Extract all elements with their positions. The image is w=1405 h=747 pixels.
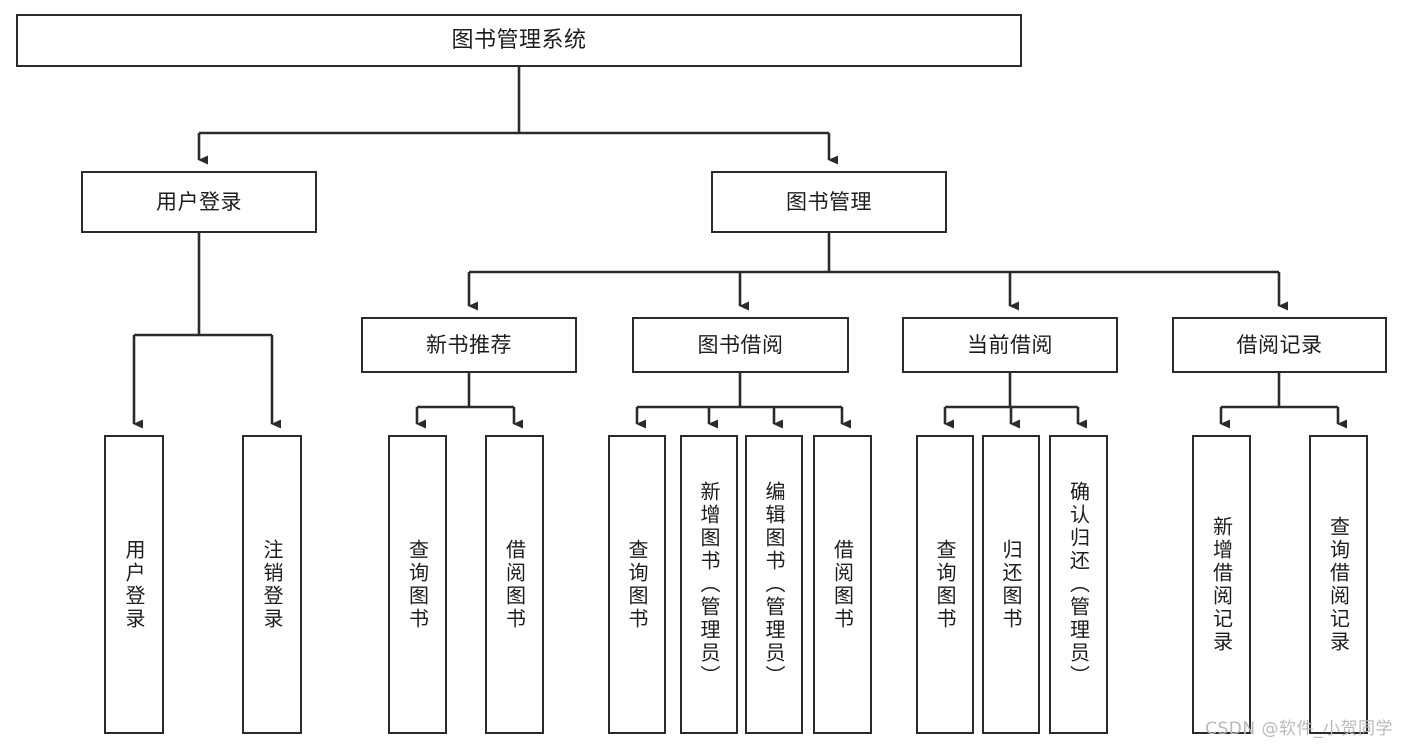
node-leaf-query-book-2[interactable]: 查询图书 — [608, 435, 666, 734]
node-leaf-logout[interactable]: 注销登录 — [242, 435, 302, 734]
node-leaf-query-record[interactable]: 查询借阅记录 — [1309, 435, 1368, 734]
node-leaf-borrow-book-2[interactable]: 借阅图书 — [813, 435, 872, 734]
node-new-book-recommend-label: 新书推荐 — [426, 332, 512, 357]
node-leaf-add-record-label: 新增借阅记录 — [1209, 515, 1234, 654]
node-current-borrow-label: 当前借阅 — [967, 332, 1053, 357]
node-leaf-query-book-2-label: 查询图书 — [625, 538, 649, 631]
node-leaf-edit-book[interactable]: 编辑图书（管理员） — [745, 435, 803, 734]
node-leaf-add-book[interactable]: 新增图书（管理员） — [680, 435, 738, 734]
node-borrow-record[interactable]: 借阅记录 — [1172, 317, 1387, 373]
node-leaf-user-login[interactable]: 用户登录 — [104, 435, 164, 734]
node-leaf-confirm-return-label: 确认归还（管理员） — [1066, 481, 1091, 688]
node-leaf-return-book-label: 归还图书 — [999, 538, 1023, 631]
node-root[interactable]: 图书管理系统 — [16, 14, 1022, 67]
node-leaf-logout-label: 注销登录 — [260, 538, 284, 631]
node-leaf-add-book-label: 新增图书（管理员） — [697, 481, 721, 688]
node-leaf-user-login-label: 用户登录 — [122, 538, 146, 631]
node-new-book-recommend[interactable]: 新书推荐 — [361, 317, 577, 373]
csdn-watermark: CSDN @软件_小贺同学 — [1205, 719, 1393, 739]
node-book-borrow-label: 图书借阅 — [697, 332, 784, 357]
node-leaf-borrow-book-1[interactable]: 借阅图书 — [485, 435, 544, 734]
node-book-manage[interactable]: 图书管理 — [711, 171, 947, 233]
node-leaf-confirm-return[interactable]: 确认归还（管理员） — [1049, 435, 1108, 734]
node-leaf-query-book-3-label: 查询图书 — [933, 538, 957, 631]
node-leaf-edit-book-label: 编辑图书（管理员） — [762, 481, 786, 688]
node-borrow-record-label: 借阅记录 — [1236, 332, 1323, 357]
node-current-borrow[interactable]: 当前借阅 — [902, 317, 1118, 373]
node-leaf-query-book-1[interactable]: 查询图书 — [388, 435, 447, 734]
node-leaf-borrow-book-1-label: 借阅图书 — [502, 538, 527, 631]
node-leaf-query-record-label: 查询借阅记录 — [1326, 515, 1351, 654]
node-leaf-add-record[interactable]: 新增借阅记录 — [1192, 435, 1251, 734]
node-root-label: 图书管理系统 — [451, 27, 587, 53]
node-user-login[interactable]: 用户登录 — [81, 171, 317, 233]
node-user-login-label: 用户登录 — [156, 189, 242, 214]
node-leaf-return-book[interactable]: 归还图书 — [982, 435, 1040, 734]
node-book-borrow[interactable]: 图书借阅 — [632, 317, 849, 373]
node-leaf-query-book-1-label: 查询图书 — [405, 538, 430, 631]
node-leaf-borrow-book-2-label: 借阅图书 — [830, 538, 855, 631]
node-book-manage-label: 图书管理 — [786, 189, 872, 214]
node-leaf-query-book-3[interactable]: 查询图书 — [916, 435, 974, 734]
